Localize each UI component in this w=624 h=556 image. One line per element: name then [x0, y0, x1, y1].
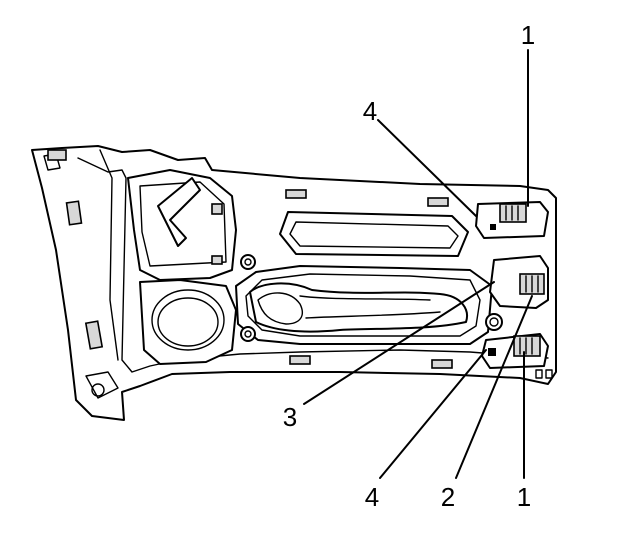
- leader-lines: [303, 49, 533, 479]
- leader-2: [455, 295, 533, 479]
- switch-upper: [475, 201, 549, 239]
- callout-1-top: 1: [521, 20, 535, 50]
- switch-lower: [481, 333, 549, 369]
- callout-4-top: 4: [363, 96, 377, 126]
- upper-recess: [279, 189, 469, 257]
- upper-storage-pocket: [127, 169, 237, 281]
- callout-2: 2: [441, 482, 455, 512]
- leader-4-bottom: [379, 349, 487, 479]
- callout-1-bottom: 1: [517, 482, 531, 512]
- leader-4-top: [377, 119, 477, 217]
- callout-3: 3: [283, 402, 297, 432]
- switch-middle: [489, 255, 549, 309]
- leader-3: [303, 281, 495, 405]
- callout-4-bottom: 4: [365, 482, 379, 512]
- callout-labels: 1 4 3 4 2 1: [283, 20, 535, 512]
- corner-tabs: [535, 369, 553, 379]
- lower-bin: [139, 279, 237, 365]
